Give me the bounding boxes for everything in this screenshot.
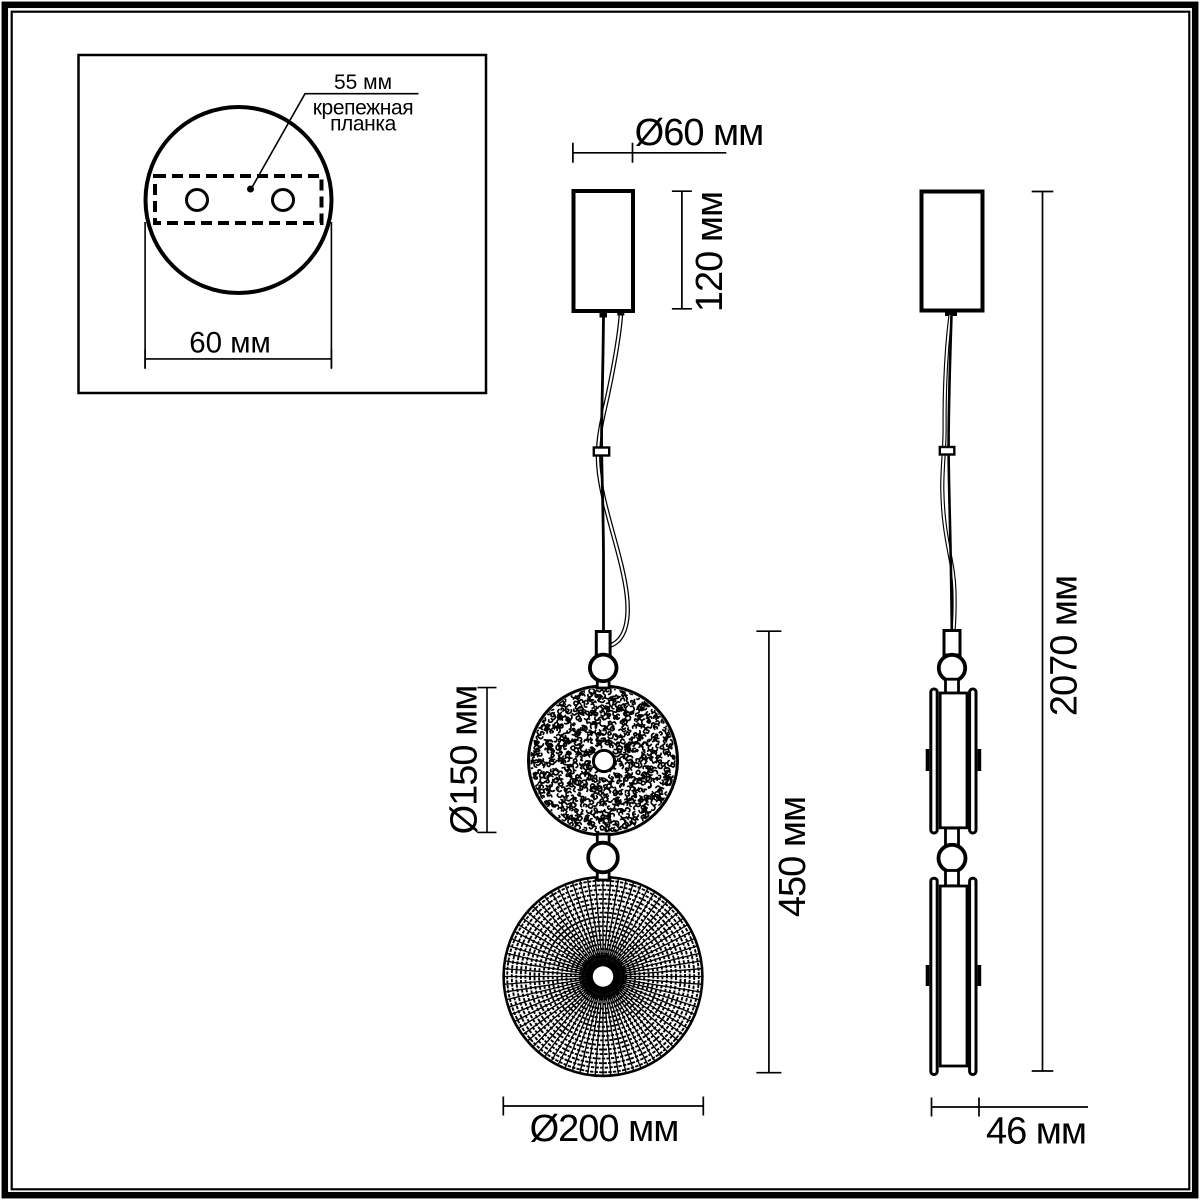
svg-text:2070 мм: 2070 мм xyxy=(1044,576,1086,716)
svg-text:Ø200 мм: Ø200 мм xyxy=(530,1108,679,1150)
svg-text:55 мм: 55 мм xyxy=(334,71,392,94)
svg-text:Ø150 мм: Ø150 мм xyxy=(444,686,486,835)
svg-text:Ø60 мм: Ø60 мм xyxy=(635,112,764,154)
svg-text:120 мм: 120 мм xyxy=(689,192,731,312)
svg-text:60 мм: 60 мм xyxy=(189,327,271,360)
svg-text:46 мм: 46 мм xyxy=(986,1111,1086,1153)
svg-text:450 мм: 450 мм xyxy=(772,797,814,917)
svg-text:крепежная: крепежная xyxy=(313,97,413,120)
svg-text:планка: планка xyxy=(330,113,397,136)
